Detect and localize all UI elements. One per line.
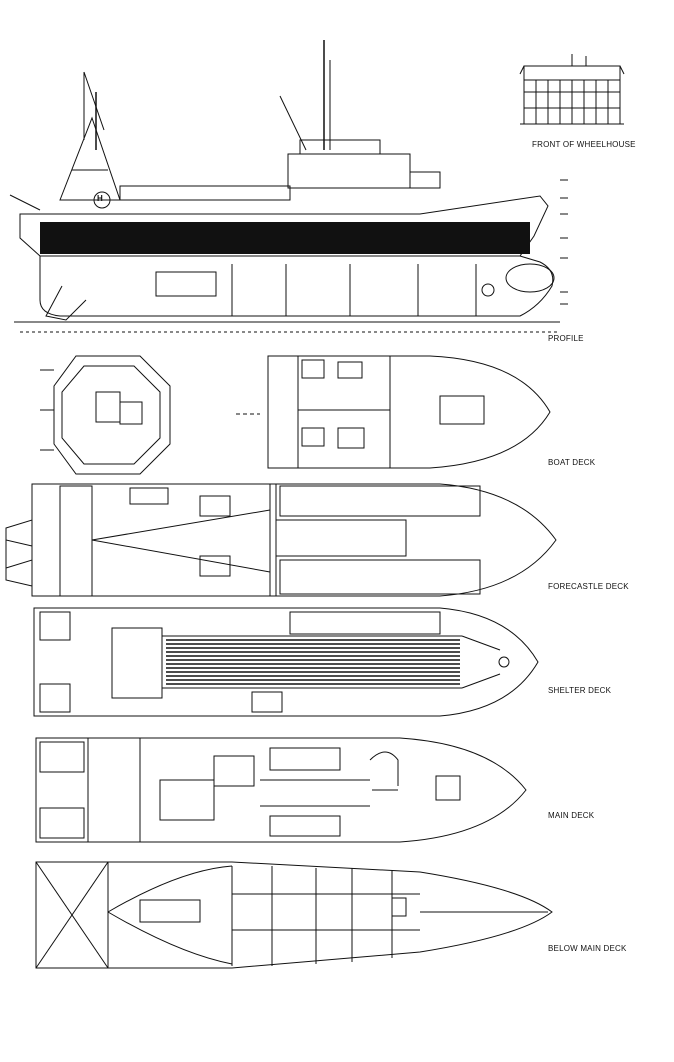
label-boat-deck: BOAT DECK: [548, 458, 596, 467]
hull-waterline-band: [40, 222, 530, 254]
label-forecastle-deck: FORECASTLE DECK: [548, 582, 629, 591]
label-main-deck: MAIN DECK: [548, 811, 595, 820]
label-below-main-deck: BELOW MAIN DECK: [548, 944, 627, 953]
wheelhouse-front-view: [519, 54, 625, 125]
main-deck-plan: [35, 737, 527, 843]
label-shelter-deck: SHELTER DECK: [548, 686, 612, 695]
helipad-mark: H: [97, 194, 103, 203]
label-profile: PROFILE: [548, 334, 584, 343]
profile-view: [9, 40, 568, 333]
shelter-deck-plan: [33, 607, 539, 717]
boat-deck-plan: [40, 355, 551, 475]
below-main-deck-plan: [35, 861, 553, 969]
forecastle-deck-plan: [5, 483, 557, 597]
label-front-of-wheelhouse: FRONT OF WHEELHOUSE: [532, 140, 636, 149]
shelter-deck-fish-hold-hatch: [166, 639, 460, 685]
